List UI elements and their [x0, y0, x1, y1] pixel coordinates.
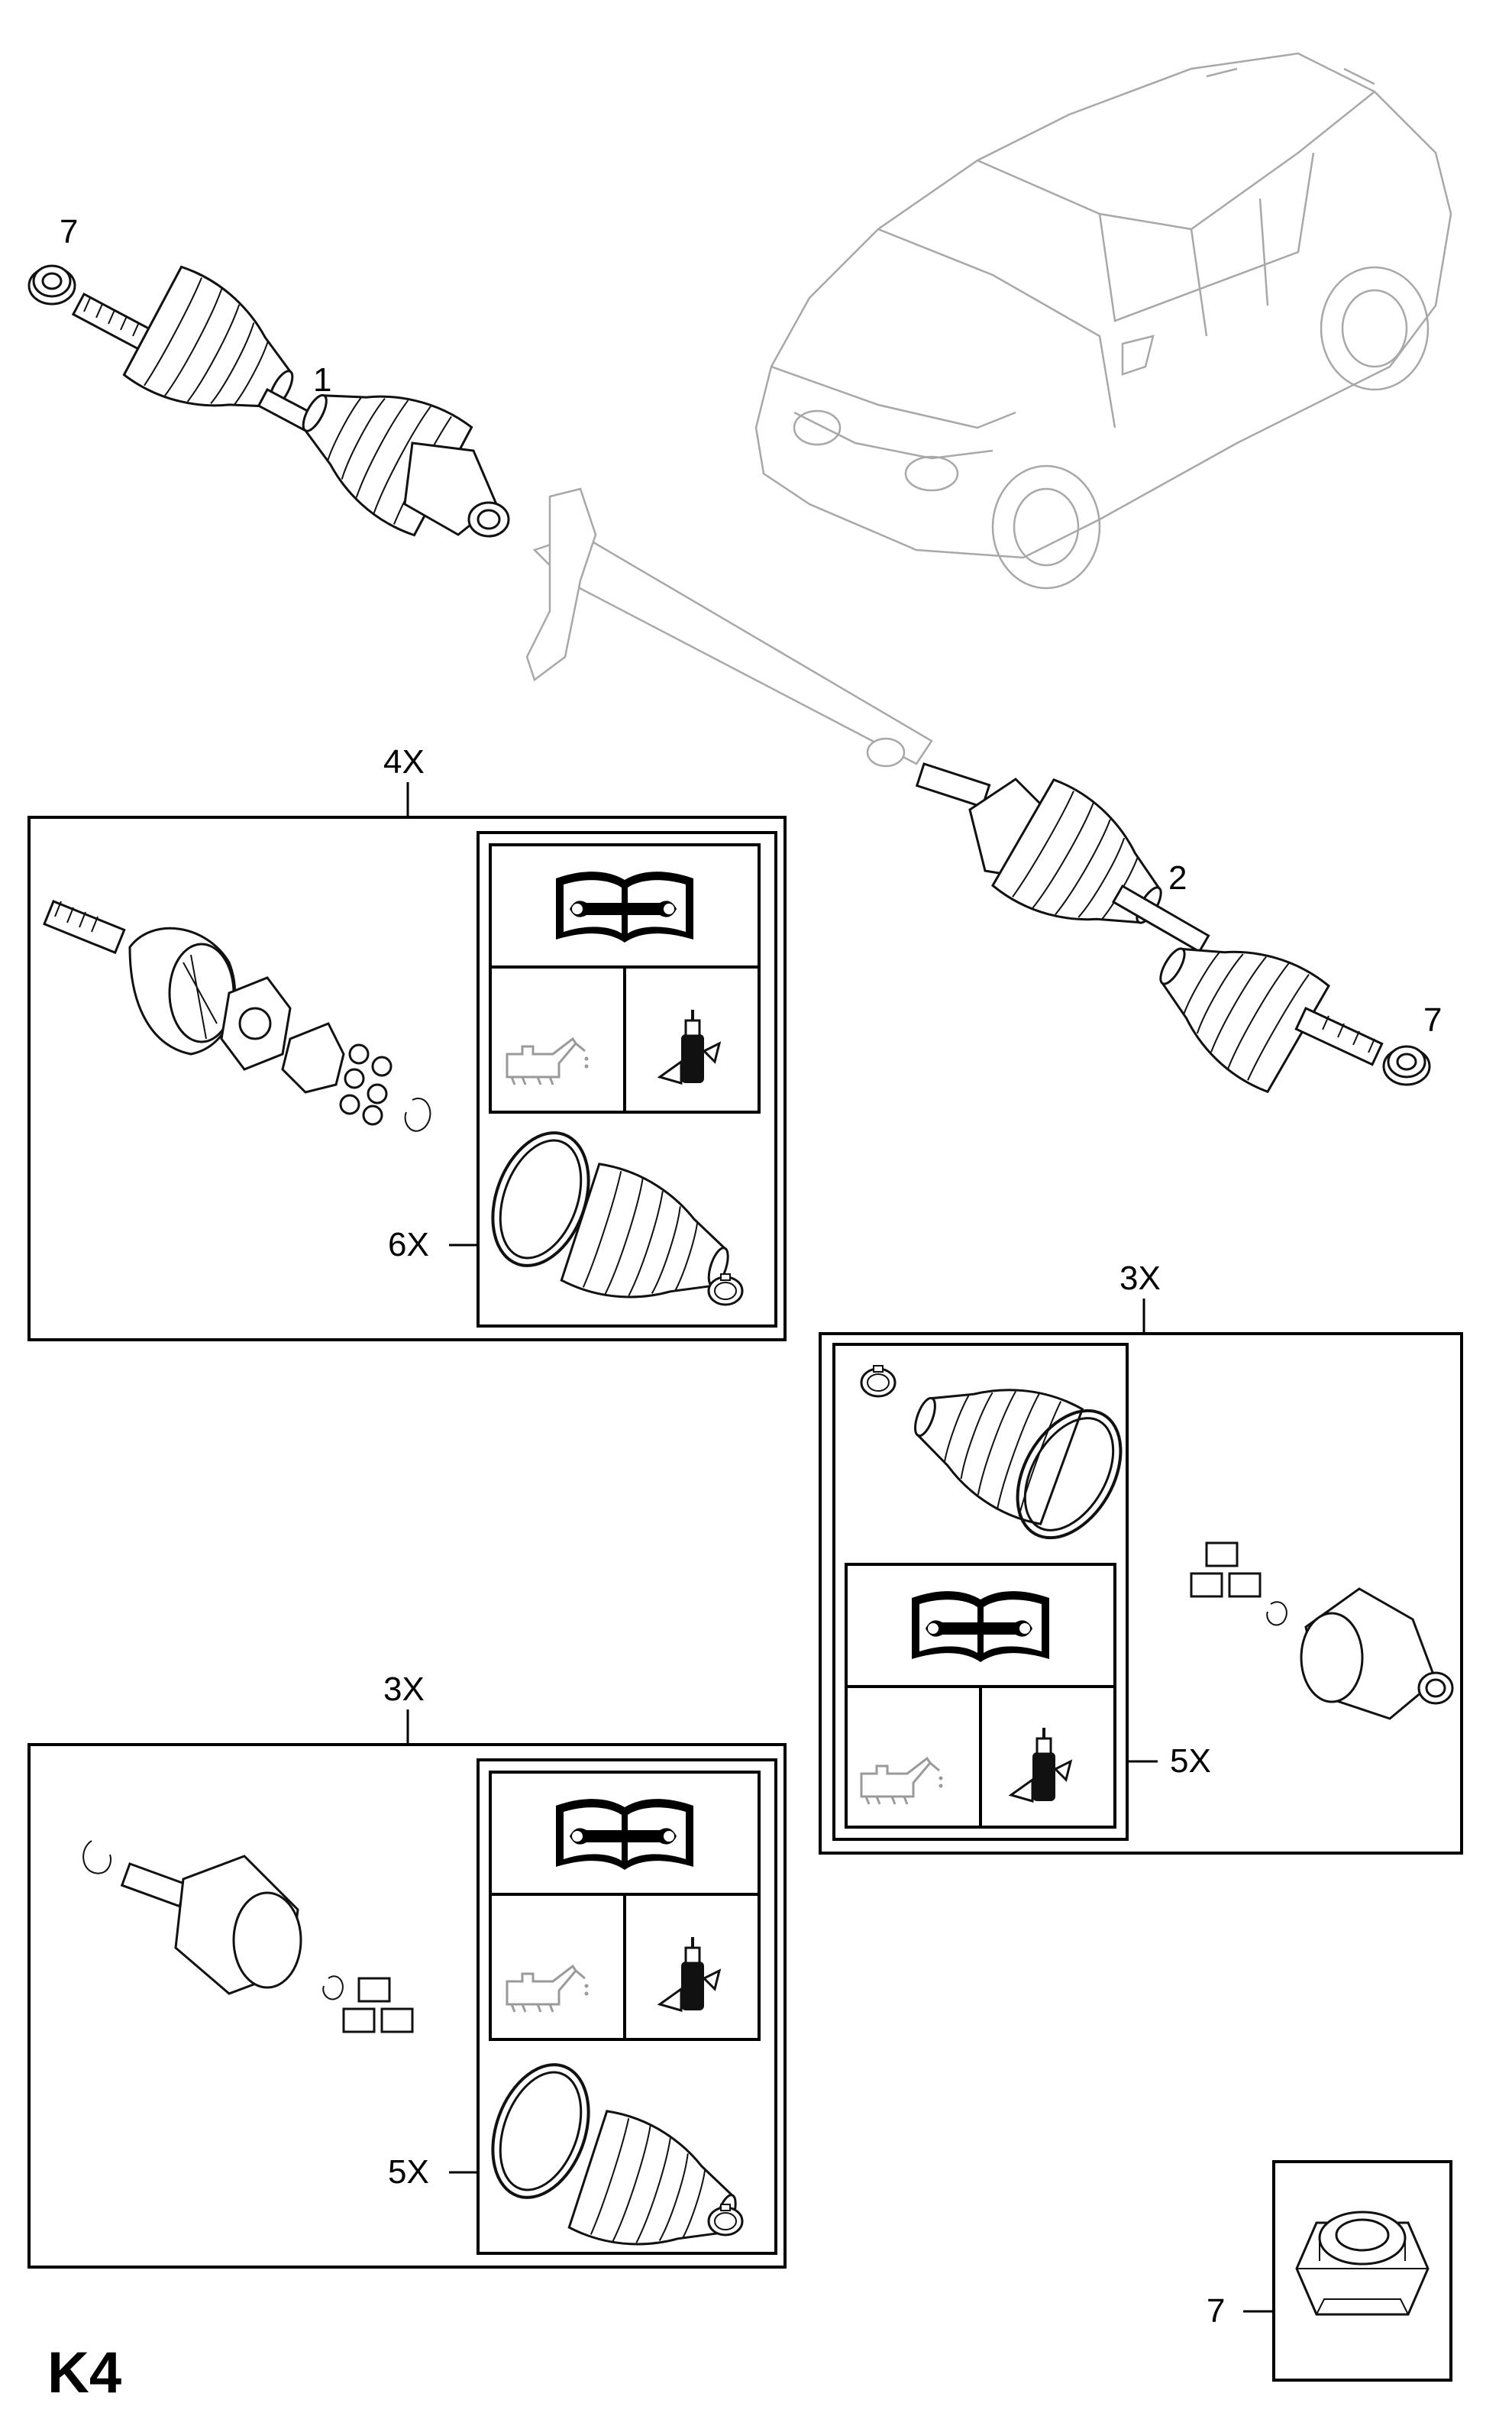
ghost-vehicle-icon: [754, 52, 1452, 590]
callout-7-top-left: 7: [60, 213, 78, 251]
callout-7-right: 7: [1423, 1001, 1442, 1039]
tripod-joint-parts-left: [82, 1840, 414, 2033]
kit-quantity-3x-left: 3X: [383, 1671, 425, 1708]
kit-quantity-4x: 4X: [383, 743, 425, 781]
grease-tube-icon: [1010, 1726, 1072, 1803]
inner-joint-kit-right: 3X 5X: [819, 1260, 1463, 1855]
hub-nut-detail: 7: [1207, 2160, 1452, 2382]
callout-2: 2: [1168, 859, 1187, 897]
book-wrench-icon: [541, 1790, 709, 1874]
boot-quantity-6x: 6X: [388, 1226, 429, 1263]
oil-can-icon: [506, 1965, 590, 2013]
outer-cv-joint-parts: [43, 900, 431, 1132]
callout-7-detail: 7: [1207, 2292, 1225, 2330]
tripod-joint-parts-right: [1190, 1541, 1454, 1720]
kit-quantity-3x-right: 3X: [1119, 1260, 1161, 1297]
boot-quantity-5x-right: 5X: [1170, 1742, 1211, 1780]
front-left-drive-shaft: [71, 264, 510, 539]
grease-tube-icon: [658, 1008, 721, 1085]
callout-1: 1: [313, 361, 331, 399]
boot-quantity-5x-left: 5X: [388, 2153, 429, 2191]
page-code: K4: [47, 2340, 121, 2405]
ghost-axle: [525, 487, 933, 768]
book-wrench-icon: [541, 863, 709, 947]
inner-joint-kit-left: 3X 5X: [27, 1671, 787, 2278]
hub-nut-top-left: [27, 264, 76, 306]
book-wrench-icon: [897, 1583, 1065, 1667]
outer-joint-kit: 4X: [27, 743, 787, 1341]
hub-nut-right: [1382, 1045, 1431, 1086]
outer-boot-parts: [473, 1117, 747, 1331]
inner-boot-parts-right: [860, 1354, 1144, 1557]
oil-can-icon: [506, 1037, 590, 1086]
inner-boot-parts-left: [473, 2049, 754, 2278]
oil-can-icon: [860, 1757, 944, 1806]
front-right-drive-shaft: [915, 762, 1384, 1095]
grease-tube-icon: [658, 1936, 721, 2012]
